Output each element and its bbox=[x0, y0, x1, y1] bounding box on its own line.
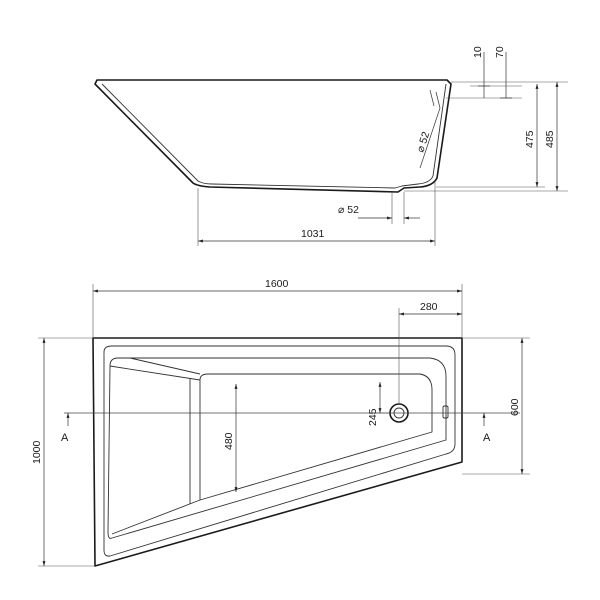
overflow-dia-label: ⌀ 52 bbox=[414, 130, 432, 154]
dim-475-label: 475 bbox=[524, 130, 536, 148]
dim-485-label: 485 bbox=[544, 130, 556, 148]
section-mark-right: A bbox=[483, 432, 491, 444]
overflow-mark-1 bbox=[435, 91, 441, 109]
overflow-opening bbox=[442, 405, 449, 419]
dim-70-label: 70 bbox=[494, 46, 506, 58]
plan-view: A A 1600 280 245 480 600 1000 bbox=[31, 278, 530, 567]
side-profile-inner bbox=[101, 83, 447, 189]
plan-slope-top-2 bbox=[129, 357, 201, 375]
section-mark-left: A bbox=[61, 432, 69, 444]
dim-600-label: 600 bbox=[509, 398, 521, 416]
plan-basin-bottom bbox=[199, 373, 433, 501]
overflow-mark-2 bbox=[429, 89, 435, 107]
dim-10-label: 10 bbox=[472, 46, 484, 58]
plan-basin-top bbox=[107, 357, 447, 539]
dim-480-label: 480 bbox=[223, 432, 235, 450]
side-view: 10 70 475 485 ⌀ 52 ⌀ 52 1031 bbox=[94, 46, 568, 246]
plan-inner-rim bbox=[103, 345, 456, 557]
side-profile-outer bbox=[94, 79, 452, 193]
dim-280-label: 280 bbox=[420, 301, 438, 313]
dim-245-label: 245 bbox=[367, 408, 379, 426]
plan-outer-rim bbox=[92, 337, 463, 567]
dim-1031-label: 1031 bbox=[301, 228, 325, 240]
overflow-leader bbox=[419, 107, 441, 169]
plan-slope-bottom bbox=[111, 499, 201, 535]
dim-1000-label: 1000 bbox=[31, 440, 43, 464]
dim-1600-label: 1600 bbox=[265, 278, 289, 290]
plan-slope-top bbox=[109, 365, 201, 381]
drain-dia-label: ⌀ 52 bbox=[338, 204, 359, 216]
